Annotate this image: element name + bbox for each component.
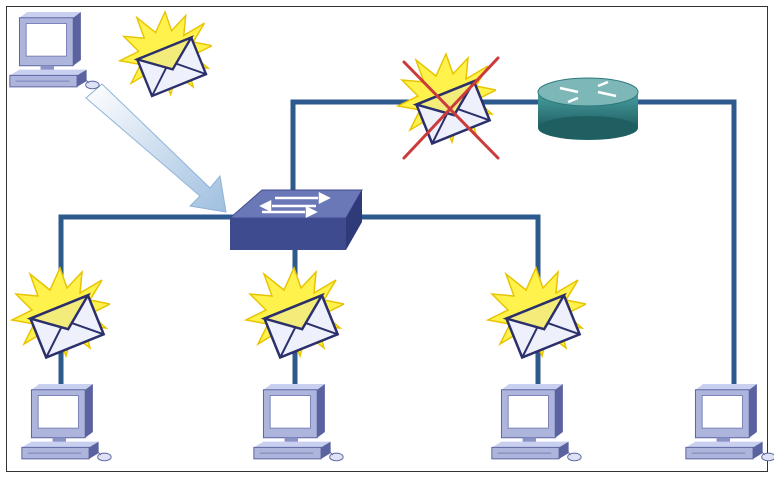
broadcast-envelope-icon: [396, 52, 496, 145]
broadcast-envelope-icon: [118, 10, 212, 98]
computer-icon: [685, 384, 774, 462]
link-router-to-remote-pc: [635, 99, 737, 392]
computer-icon: [9, 12, 100, 90]
send-arrow: [85, 83, 227, 213]
diagram-frame: [6, 6, 768, 472]
broadcast-envelope-icon: [244, 266, 344, 359]
blocked-cross-icon: [402, 56, 500, 160]
computer-icon: [491, 384, 582, 462]
broadcast-envelope-icon: [10, 266, 110, 359]
broadcast-envelope-icon: [486, 266, 586, 359]
computer-icon: [21, 384, 112, 462]
switch-icon: [228, 189, 363, 250]
computer-icon: [253, 384, 344, 462]
router-icon: [537, 77, 639, 140]
